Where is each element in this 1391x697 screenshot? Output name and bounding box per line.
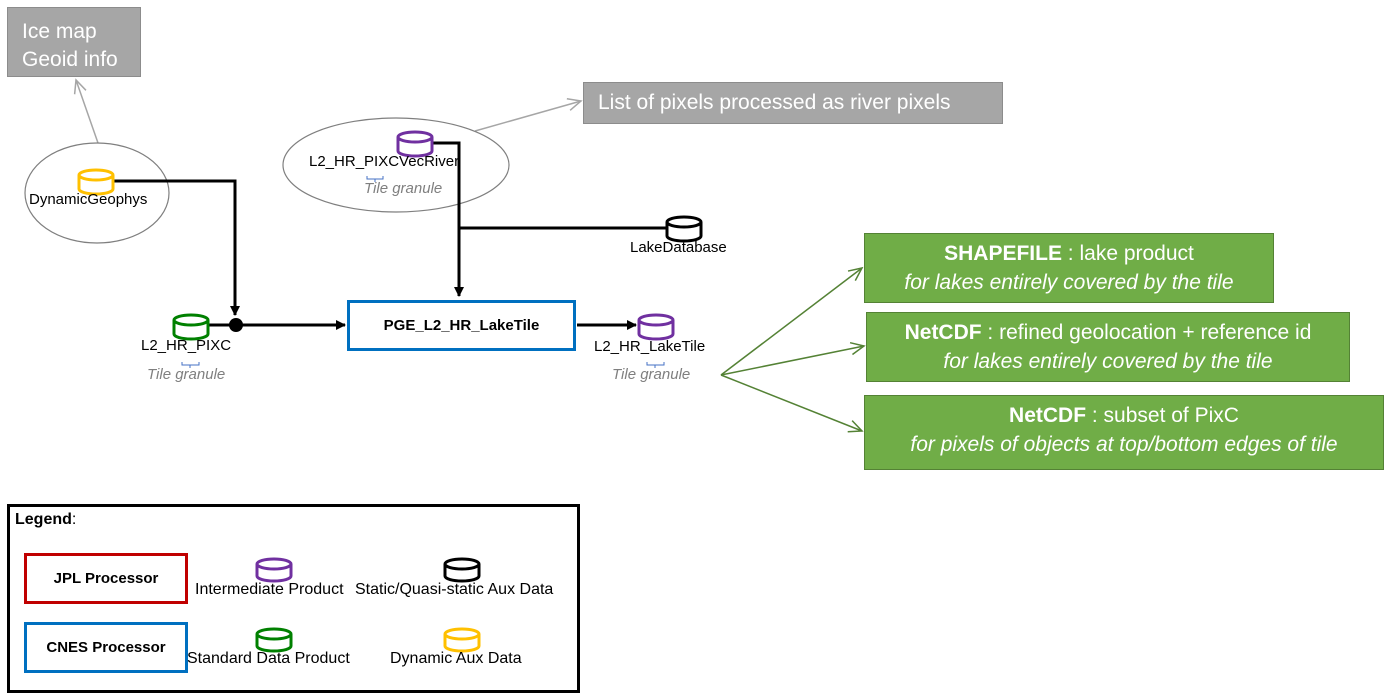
pixc-vec-river-granule-label: Tile granule (364, 180, 443, 197)
legend (7, 504, 580, 693)
legend-intermediate-label: Intermediate Product (195, 581, 344, 598)
river-pixels-note: List of pixels processed as river pixels (583, 82, 1003, 124)
flow-pixc-vec-river (432, 141, 464, 297)
output-netcdf-pixc-subset: NetCDF : subset of PixC for pixels of ob… (864, 395, 1384, 470)
output-shapefile: SHAPEFILE : lake product for lakes entir… (864, 233, 1274, 303)
pixc-cylinder-icon (172, 313, 210, 341)
legend-title-text: Legend (15, 511, 72, 528)
pixc-granule-label: Tile granule (147, 366, 226, 383)
output-shapefile-detail: for lakes entirely covered by the tile (904, 271, 1234, 294)
output-netcdf-pixc-subset-detail: for pixels of objects at top/bottom edge… (910, 433, 1338, 456)
output-shapefile-desc: : lake product (1061, 242, 1194, 265)
legend-static-aux-label: Static/Quasi-static Aux Data (355, 581, 554, 598)
legend-cnes-processor: CNES Processor (24, 622, 188, 673)
arrow-output-1 (720, 266, 864, 376)
legend-dynamic-aux-cylinder-icon (443, 627, 481, 653)
granule-bracket-icon (181, 362, 200, 368)
output-netcdf-geolocation-detail: for lakes entirely covered by the tile (943, 350, 1273, 373)
pge-lake-tile-label: PGE_L2_HR_LakeTile (383, 317, 540, 334)
pixc-vec-river-label: L2_HR_PIXCVecRiver (309, 153, 460, 170)
legend-dynamic-aux-label: Dynamic Aux Data (390, 650, 522, 667)
legend-intermediate-cylinder-icon (255, 557, 293, 583)
legend-standard-cylinder-icon (255, 627, 293, 653)
output-netcdf-geolocation-desc: : refined geolocation + reference id (981, 321, 1312, 344)
legend-standard-label: Standard Data Product (187, 650, 350, 667)
output-netcdf-pixc-subset-desc: : subset of PixC (1086, 404, 1239, 427)
dynamic-geophys-cylinder-icon (77, 168, 115, 196)
legend-title-suffix: : (71, 511, 77, 528)
lake-tile-cylinder-icon (637, 313, 675, 341)
output-netcdf-geolocation: NetCDF : refined geolocation + reference… (866, 312, 1350, 382)
arrow-to-river-note (474, 98, 583, 132)
lake-tile-label: L2_HR_LakeTile (594, 338, 706, 355)
pixc-vec-river-cylinder-icon (396, 130, 434, 158)
lake-tile-granule-label: Tile granule (612, 366, 691, 383)
legend-title: Legend: (15, 511, 76, 529)
junction-dot (229, 318, 243, 332)
dynamic-geophys-label: DynamicGeophys (29, 191, 148, 208)
lake-database-cylinder-icon (665, 215, 703, 243)
ice-map-note: Ice map Geoid info (7, 7, 141, 77)
output-netcdf-pixc-subset-format: NetCDF (1009, 404, 1087, 427)
dynamic-geophys-ellipse (24, 142, 170, 244)
output-shapefile-format: SHAPEFILE (944, 242, 1062, 265)
arrow-to-ice-map (73, 78, 99, 144)
flow-dynamic-geophys (112, 179, 240, 316)
arrow-output-3 (720, 374, 864, 433)
granule-bracket-icon (646, 362, 665, 368)
ice-map-note-line1: Ice map (22, 20, 97, 43)
lake-database-label: LakeDatabase (630, 239, 727, 256)
pge-lake-tile-processor[interactable]: PGE_L2_HR_LakeTile (347, 300, 576, 351)
legend-jpl-label: JPL Processor (53, 570, 159, 587)
legend-cnes-label: CNES Processor (46, 639, 166, 656)
legend-jpl-processor: JPL Processor (24, 553, 188, 604)
legend-static-aux-cylinder-icon (443, 557, 481, 583)
pixc-vec-river-ellipse (282, 117, 510, 213)
arrow-output-2 (720, 341, 866, 376)
granule-bracket-icon (366, 176, 384, 182)
pixc-label: L2_HR_PIXC (141, 337, 232, 354)
output-netcdf-geolocation-format: NetCDF (904, 321, 982, 344)
ice-map-note-line2: Geoid info (22, 48, 118, 71)
